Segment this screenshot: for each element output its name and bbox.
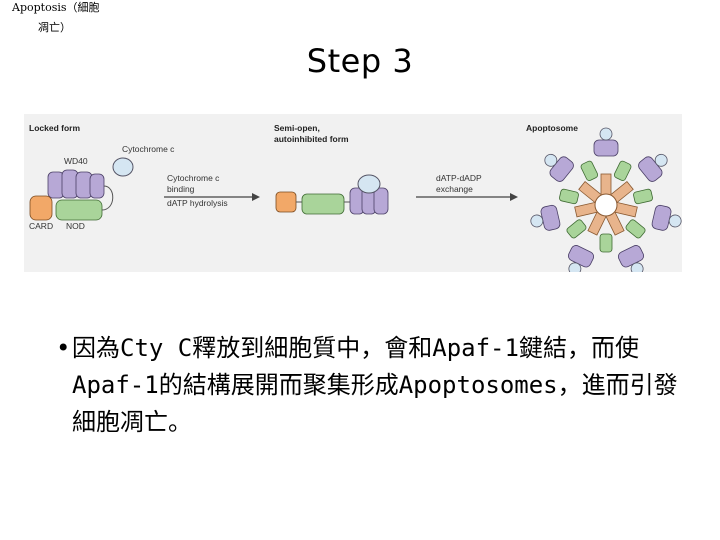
label-semi-open-1: Semi-open, (274, 123, 320, 133)
apoptosome-wheel (530, 127, 682, 272)
label-step1-1: Cytochrome c (167, 173, 220, 183)
label-locked-form: Locked form (29, 123, 80, 133)
arrow-step1-head (252, 193, 260, 201)
slide-title: Step 3 (306, 42, 414, 80)
label-step2-2: exchange (436, 184, 473, 194)
label-cytochrome-top: Cytochrome c (122, 144, 175, 154)
semi-open-molecule (275, 174, 389, 215)
corner-note-line1: Apoptosis（細胞 (12, 1, 100, 14)
label-step1-3: dATP hydrolysis (167, 198, 228, 208)
label-step1-2: binding (167, 184, 195, 194)
bullet-item: • 因為Cty C釋放到細胞質中，會和Apaf-1鍵結，而使Apaf-1的結構展… (56, 330, 686, 441)
corner-note: Apoptosis（細胞 凋亡） (12, 0, 122, 38)
apoptosome-diagram: Locked form Cytochrome c WD40 CARD NOD S… (29, 123, 682, 272)
label-apoptosome: Apoptosome (526, 123, 578, 133)
label-wd40: WD40 (64, 156, 88, 166)
cytochrome-c-free (112, 157, 134, 177)
label-semi-open-2: autoinhibited form (274, 134, 349, 144)
apoptosome-figure: Locked form Cytochrome c WD40 CARD NOD S… (24, 114, 682, 272)
corner-note-line2: 凋亡） (38, 21, 71, 34)
label-nod: NOD (66, 221, 85, 231)
bullet-text: 因為Cty C釋放到細胞質中，會和Apaf-1鍵結，而使Apaf-1的結構展開而… (72, 334, 678, 436)
label-card: CARD (29, 221, 53, 231)
bullet-marker: • (56, 334, 71, 362)
arrow-step2-head (510, 193, 518, 201)
label-step2-1: dATP-dADP (436, 173, 482, 183)
locked-form-molecule (29, 157, 134, 221)
